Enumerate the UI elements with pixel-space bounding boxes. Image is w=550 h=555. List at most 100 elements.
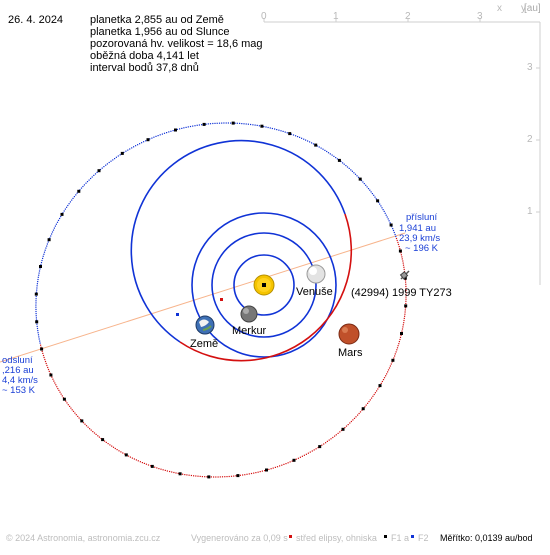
asteroid-orbit-dot bbox=[402, 260, 404, 262]
asteroid-orbit-dot bbox=[51, 233, 53, 235]
asteroid-orbit-dot bbox=[256, 124, 258, 126]
asteroid-orbit-dot bbox=[149, 138, 151, 140]
asteroid-orbit-dot bbox=[37, 330, 39, 332]
asteroid-orbit-dot bbox=[171, 471, 173, 473]
asteroid-orbit-dot bbox=[184, 474, 186, 476]
asteroid-position-point bbox=[77, 189, 81, 193]
asteroid-orbit-dot bbox=[51, 376, 53, 378]
asteroid-orbit-dot bbox=[131, 457, 133, 459]
asteroid-orbit-dot bbox=[38, 270, 41, 272]
asteroid-orbit-dot bbox=[40, 262, 43, 264]
asteroid-orbit-dot bbox=[36, 327, 39, 330]
asteroid-orbit-dot bbox=[40, 264, 42, 266]
asteroid-orbit-dot bbox=[392, 229, 395, 232]
asteroid-orbit-dot bbox=[42, 255, 44, 257]
asteroid-orbit-dot bbox=[287, 462, 289, 464]
asteroid-orbit-dot bbox=[206, 476, 208, 478]
asteroid-orbit-dot bbox=[196, 124, 198, 126]
asteroid-orbit-dot bbox=[103, 166, 105, 168]
asteroid-orbit-dot bbox=[279, 465, 281, 467]
asteroid-orbit-dot bbox=[254, 124, 256, 126]
asteroid-orbit-dot bbox=[404, 313, 406, 315]
asteroid-position-point bbox=[318, 445, 322, 449]
asteroid-orbit-dot bbox=[62, 212, 64, 214]
asteroid-orbit-dot bbox=[359, 411, 362, 413]
asteroid-orbit-dot bbox=[379, 203, 381, 205]
asteroid-orbit-dot bbox=[43, 356, 45, 359]
asteroid-orbit-dot bbox=[88, 179, 90, 181]
asteroid-orbit-dot bbox=[297, 457, 299, 459]
asteroid-orbit-dot bbox=[106, 163, 108, 165]
aphelion-speed: 4,4 km/s bbox=[2, 375, 38, 386]
asteroid-orbit-dot bbox=[307, 452, 309, 454]
asteroid-orbit-dot bbox=[365, 184, 367, 186]
asteroid-orbit-dot bbox=[45, 362, 47, 365]
asteroid-orbit-dot bbox=[39, 342, 41, 344]
legend-center-swatch bbox=[289, 535, 292, 538]
asteroid-orbit-dot bbox=[317, 447, 319, 449]
asteroid-orbit-dot bbox=[85, 182, 87, 184]
asteroid-position-point bbox=[231, 121, 235, 125]
asteroid-orbit-dot bbox=[127, 455, 130, 457]
asteroid-orbit-dot bbox=[348, 167, 350, 169]
asteroid-orbit-dot bbox=[309, 451, 311, 453]
asteroid-position-point bbox=[361, 407, 365, 411]
asteroid-orbit-dot bbox=[169, 470, 171, 473]
asteroid-label: (42994) 1999 TY273 bbox=[351, 287, 452, 299]
asteroid-orbit-dot bbox=[404, 315, 406, 317]
asteroid-orbit-dot bbox=[246, 473, 248, 475]
asteroid-orbit-dot bbox=[402, 326, 404, 328]
asteroid-orbit-dot bbox=[201, 124, 203, 126]
asteroid-orbit-dot bbox=[253, 472, 255, 474]
asteroid-position-point bbox=[341, 427, 345, 431]
asteroid-orbit-dot bbox=[382, 379, 385, 381]
asteroid-orbit-dot bbox=[230, 475, 233, 477]
asteroid-orbit-dot bbox=[213, 476, 215, 478]
earth-orbit bbox=[191, 212, 337, 358]
info-panel: planetka 2,855 au od Země planetka 1,956… bbox=[90, 14, 263, 74]
asteroid-orbit-dot bbox=[387, 371, 389, 373]
asteroid-orbit-dot bbox=[399, 336, 402, 338]
asteroid-orbit-dot bbox=[255, 472, 257, 474]
asteroid-orbit-dot bbox=[82, 422, 85, 424]
asteroid-position-point bbox=[376, 199, 380, 203]
asteroid-orbit-dot bbox=[135, 459, 137, 461]
earth bbox=[195, 315, 215, 335]
asteroid-orbit-dot bbox=[115, 156, 117, 158]
asteroid-position-point bbox=[398, 249, 402, 253]
asteroid-orbit-dot bbox=[271, 127, 273, 130]
earth-label: Země bbox=[190, 338, 219, 350]
asteroid-orbit-dot bbox=[400, 334, 402, 336]
asteroid-orbit-dot bbox=[250, 472, 253, 475]
asteroid-orbit-dot bbox=[155, 135, 157, 137]
asteroid-orbit-dot bbox=[59, 391, 61, 393]
asteroid-orbit-dot bbox=[166, 470, 168, 472]
asteroid-orbit-dot bbox=[37, 332, 39, 334]
asteroid-position-point bbox=[265, 468, 268, 472]
asteroid-orbit-dot bbox=[261, 470, 263, 472]
asteroid-orbit-dot bbox=[397, 243, 400, 246]
asteroid-orbit-dot bbox=[139, 143, 141, 145]
asteroid-orbit-dot bbox=[367, 188, 370, 190]
asteroid-orbit-dot bbox=[311, 450, 313, 452]
asteroid-orbit-dot bbox=[350, 420, 352, 423]
asteroid-orbit-dot bbox=[364, 406, 366, 408]
asteroid-orbit-dot bbox=[44, 249, 46, 251]
y-tick-2: 2 bbox=[527, 134, 533, 145]
asteroid-orbit-dot bbox=[35, 310, 37, 313]
asteroid-position-point bbox=[49, 373, 53, 377]
y-tick-1: 1 bbox=[527, 206, 533, 217]
asteroid-orbit-dot bbox=[395, 235, 397, 238]
asteroid-orbit-dot bbox=[119, 154, 121, 156]
asteroid-orbit-dot bbox=[316, 145, 318, 147]
asteroid-orbit-dot bbox=[35, 295, 37, 298]
asteroid-orbit-dot bbox=[357, 176, 360, 178]
asteroid-orbit-dot bbox=[35, 304, 37, 306]
asteroid-position-point bbox=[314, 143, 318, 147]
asteroid-orbit-dot bbox=[65, 400, 67, 402]
asteroid-orbit-dot bbox=[195, 475, 197, 477]
focus-f2-marker bbox=[176, 313, 179, 316]
asteroid-position-point bbox=[62, 397, 66, 401]
mars-orbit-red bbox=[179, 213, 353, 362]
asteroid-orbit-points bbox=[34, 121, 408, 479]
